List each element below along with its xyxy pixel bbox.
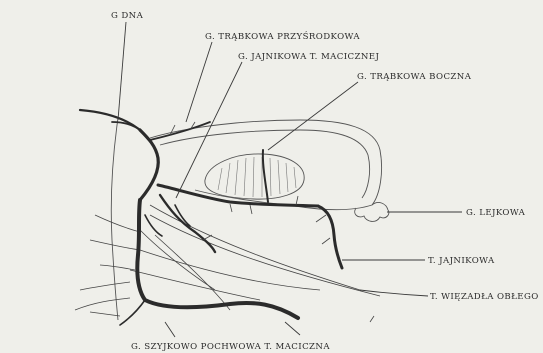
fallopian-tube-outline [150,120,382,210]
leader-szyjkowo-pochwowa [165,322,300,337]
uterus-outline [111,118,118,320]
leader-dna [118,22,126,120]
leader-trabkowa-boczna [268,82,358,150]
label-g-jajnikowa-t-macicznej: G. JAJNIKOWA T. MACICZNEJ [238,52,379,62]
leader-trabkowa-przysrodkowa [186,42,212,122]
vessel-network [80,110,342,325]
fallopian-tube-inner [160,130,370,198]
label-g-lejkowa: G. LEJKOWA [466,208,526,218]
label-g-szyjkowo-pochwowa: G. SZYJKOWO POCHWOWA T. MACICZNA [131,342,330,352]
label-g-trabkowa-przysrodkowa: G. TRĄBKOWA PRZYŚRODKOWA [205,30,360,42]
label-t-jajnikowa: T. JAJNIKOWA [428,256,495,266]
ovary-outline [205,154,304,199]
leader-lines [118,22,462,337]
label-g-trabkowa-boczna: G. TRĄBKOWA BOCZNA [357,72,472,82]
leader-t-wiezadla-oblego [360,290,428,296]
label-g-dna: G DNA [111,11,144,21]
label-t-wiezadla-oblego: T. WIĘZADŁA OBŁEGO [430,292,539,302]
ovary-striations [218,157,296,197]
